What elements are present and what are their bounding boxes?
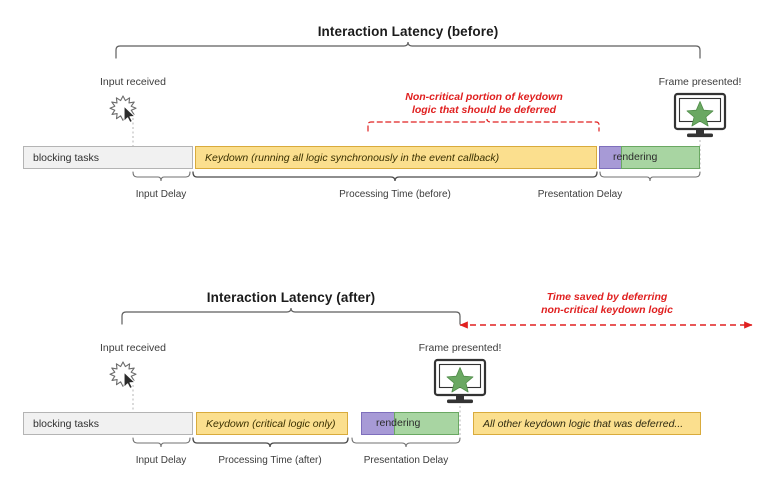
annotation-line-2: logic that should be deferred [411,104,557,116]
annotation-line-1: Time saved by deferring [546,291,668,303]
page-title-after: Interaction Latency (after) [206,290,376,305]
bar-blocking-tasks-before[interactable]: blocking tasks [23,146,193,169]
bar-rendering-label-after: rendering [376,417,421,429]
annotation-non-critical-before: Non-critical portion of keydown logic th… [368,91,600,117]
before-processing-time-brace [192,171,598,182]
label-frame-presented-after: Frame presented! [418,342,502,354]
before-presentation-delay-brace [599,171,701,182]
annotation-time-saved-after: Time saved by deferring non-critical key… [492,291,722,317]
monitor-star-icon [673,92,727,138]
bar-blocking-tasks-after[interactable]: blocking tasks [23,412,193,435]
label-input-received-after: Input received [100,342,166,354]
phase-label-processing-time-after: Processing Time (after) [218,455,322,466]
after-latency-bracket [121,307,461,325]
bar-label: blocking tasks [33,417,99,430]
cursor-burst-icon [109,361,137,390]
phase-label-input-delay-before: Input Delay [135,189,187,200]
bar-rendering-before[interactable] [621,146,700,169]
annotation-line-2: non-critical keydown logic [541,304,673,316]
after-processing-time-brace [192,437,349,448]
bar-rendering-after[interactable] [394,412,459,435]
phase-label-input-delay-after: Input Delay [135,455,187,466]
label-input-received-before: Input received [100,76,166,88]
page-title-before: Interaction Latency (before) [317,24,499,39]
label-frame-presented-before: Frame presented! [658,76,742,88]
bar-label: All other keydown logic that was deferre… [483,417,684,430]
before-latency-bracket [115,41,701,59]
phase-label-presentation-delay-before: Presentation Delay [537,189,623,200]
non-critical-brace [367,118,600,132]
bar-rendering-label-before: rendering [613,151,658,163]
bar-label: Keydown (critical logic only) [206,417,336,430]
bar-deferred-logic-after[interactable]: All other keydown logic that was deferre… [473,412,701,435]
annotation-line-1: Non-critical portion of keydown [405,91,563,103]
phase-label-processing-time-before: Processing Time (before) [339,189,451,200]
bar-keydown-after[interactable]: Keydown (critical logic only) [196,412,348,435]
after-presentation-delay-brace [351,437,461,448]
bar-keydown-before[interactable]: Keydown (running all logic synchronously… [195,146,597,169]
monitor-star-icon [433,358,487,404]
cursor-burst-icon [109,95,137,124]
bar-label: Keydown (running all logic synchronously… [205,151,500,164]
bar-label: blocking tasks [33,151,99,164]
phase-label-presentation-delay-after: Presentation Delay [363,455,449,466]
before-input-delay-brace [132,171,191,182]
after-input-delay-brace [132,437,191,448]
